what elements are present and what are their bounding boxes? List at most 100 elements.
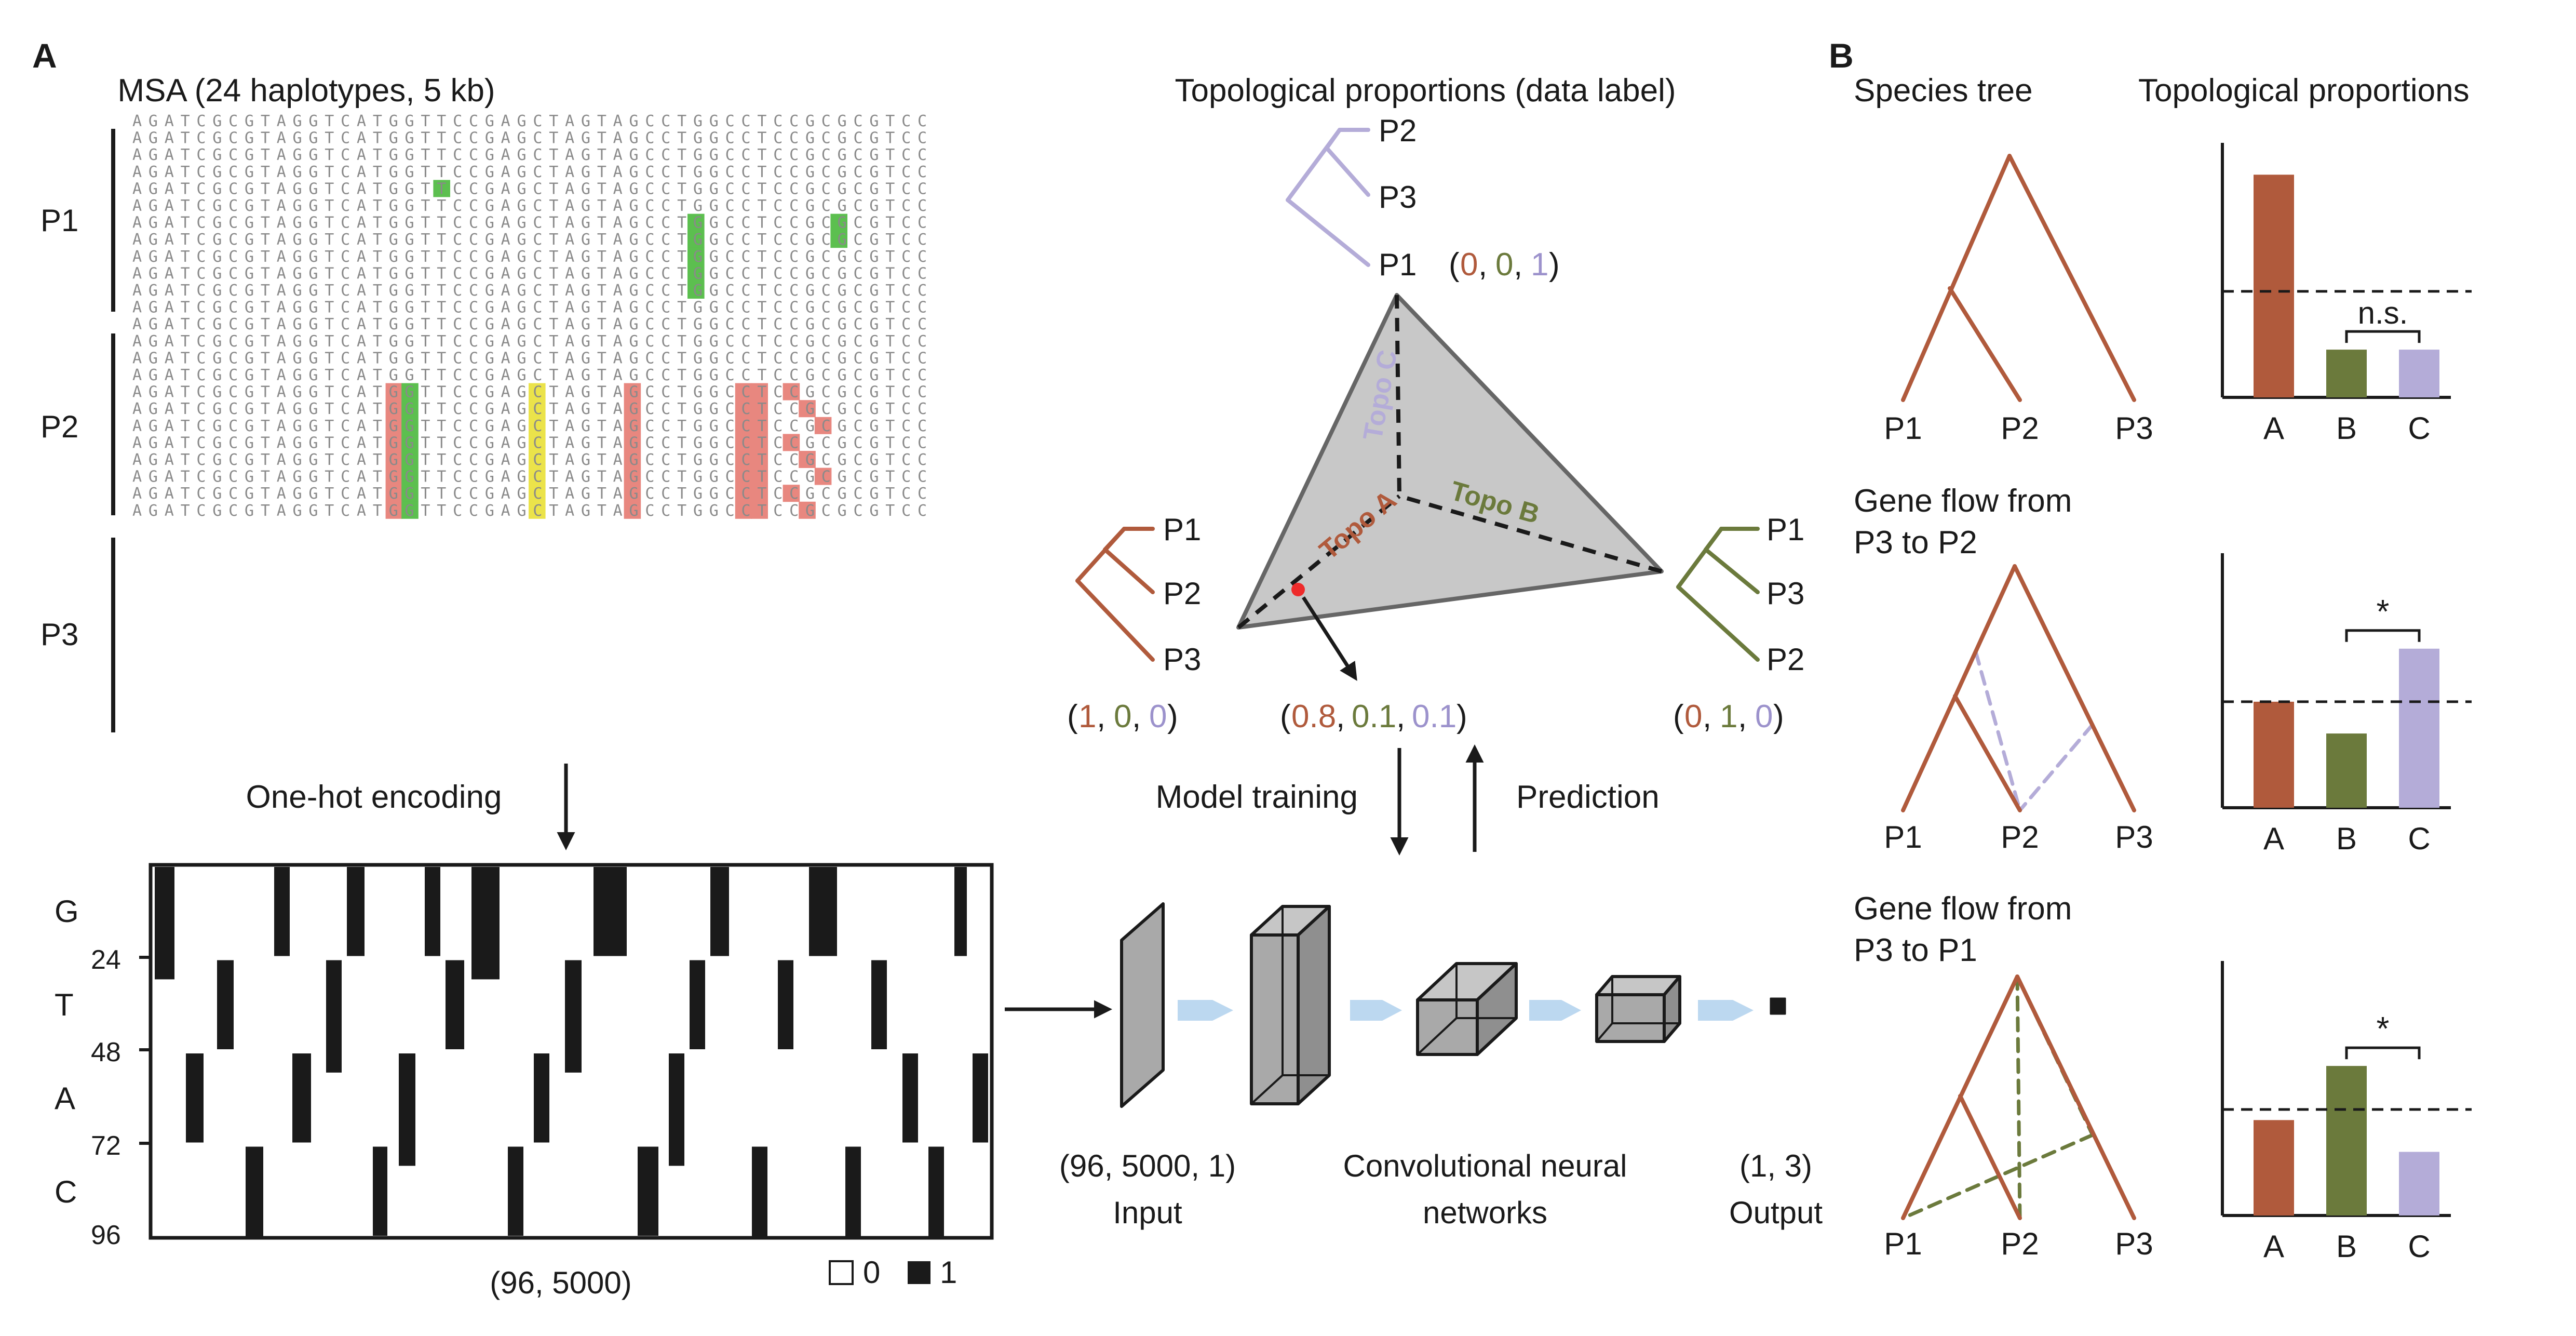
legend-one-label: 1 [940, 1255, 957, 1290]
msa-mutation-highlight [385, 400, 403, 418]
msa-mutation-highlight [687, 231, 705, 248]
bar-category-label: A [2263, 1229, 2284, 1264]
input-label: Input [1113, 1195, 1182, 1230]
matrix-caption: (96, 5000) [490, 1265, 632, 1300]
vec-right-open: ( [1673, 699, 1684, 734]
matrix-row-label-c: C [55, 1174, 77, 1209]
tree3-tip-p2: P2 [2001, 1226, 2039, 1261]
matrix-cell [508, 1146, 523, 1236]
msa-mutation-highlight [385, 451, 403, 468]
gene-flow-1-title-2: P3 to P2 [1854, 525, 1977, 560]
significance-bracket [2345, 1046, 2421, 1060]
matrix-row-label-g: G [55, 894, 79, 929]
matrix-cell [446, 960, 464, 1049]
vec-left-b: 0 [1114, 699, 1131, 734]
tree3-tip-p3: P3 [2115, 1226, 2153, 1261]
msa-mutation-highlight [624, 485, 641, 502]
msa-mutation-highlight [751, 467, 768, 485]
vec-mid: ( 0.8 , 0.1 , 0.1 ) [1280, 699, 1467, 734]
matrix-cell [471, 867, 500, 980]
matrix-cell [845, 1146, 861, 1238]
simplex [1236, 293, 1664, 681]
msa-mutation-highlight [624, 501, 641, 519]
matrix-tick-label-48: 48 [91, 1037, 121, 1067]
vec-top-close: ) [1549, 247, 1560, 283]
msa-mutation-highlight [529, 434, 546, 451]
cnn-label-line1: Convolutional neural [1343, 1148, 1627, 1183]
panel-b: B Species tree Topological proportions P… [1829, 36, 2472, 1264]
msa-title: MSA (24 haplotypes, 5 kb) [117, 73, 495, 109]
cnn-block-1 [1250, 905, 1331, 1105]
matrix-cell [246, 1146, 263, 1238]
panel-b-label: B [1829, 36, 1854, 75]
bar-category-label: B [2336, 821, 2357, 856]
prediction-label: Prediction [1516, 779, 1660, 815]
bar-category-label: A [2263, 821, 2284, 856]
tree-top [1286, 128, 1370, 267]
msa-mutation-highlight [735, 417, 752, 434]
input-shape: (96, 5000, 1) [1059, 1148, 1236, 1183]
msa-group-label-p3: P3 [41, 617, 78, 652]
vec-right-close: ) [1773, 699, 1784, 734]
tree-left-tip-1: P1 [1163, 512, 1201, 547]
cnn-block-2 [1416, 962, 1518, 1056]
matrix-cell [594, 867, 627, 956]
msa-mutation-highlight [735, 383, 752, 400]
one-hot-label: One-hot encoding [246, 779, 502, 815]
matrix-cell [954, 867, 967, 956]
vec-top-b: 0 [1495, 247, 1513, 283]
legend-zero-label: 0 [863, 1255, 880, 1290]
msa-mutation-highlight [385, 501, 403, 519]
matrix-row-label-t: T [55, 987, 74, 1022]
msa-row: AGATCGCGTAGGTCATGGTTCCGAGCTAGTAGCCTGGCCT… [132, 264, 927, 283]
topo-props-title: Topological proportions [2138, 73, 2470, 109]
simplex-edge-c [1395, 295, 1401, 497]
vec-mid-sep2: , [1396, 699, 1405, 734]
tree2-tip-p2: P2 [2001, 820, 2039, 854]
matrix-cell [347, 867, 365, 956]
matrix-cell [778, 960, 793, 1049]
bar-b [2326, 350, 2367, 397]
legend-one-swatch [908, 1261, 930, 1284]
msa-mutation-highlight [830, 213, 847, 231]
vec-top-sep2: , [1514, 247, 1522, 283]
msa-mutation-highlight [401, 434, 419, 451]
flow-arrow-1 [1178, 1000, 1233, 1021]
msa-mutation-highlight [751, 501, 768, 519]
msa-row: AGATCGCGTAGGTCATGGTTCCGAGCTAGTAGCCTGGCCT… [132, 197, 927, 215]
bar-category-label: B [2336, 411, 2357, 446]
tree-top-tip-2: P3 [1379, 180, 1417, 215]
matrix-cell [425, 867, 440, 956]
bar-a [2254, 701, 2294, 808]
msa-mutation-highlight [529, 501, 546, 519]
msa-mutation-highlight [624, 417, 641, 434]
matrix-cell [534, 1053, 549, 1143]
cnn-block-3 [1595, 975, 1681, 1043]
cnn-label-line2: networks [1423, 1195, 1547, 1230]
msa-row: AGATCGCGTAGGTCATGGTTCCGAGCTAGTAGCCTGGCCT… [132, 332, 927, 351]
msa-mutation-highlight [385, 485, 403, 502]
one-hot-matrix [139, 863, 994, 1240]
msa-row: AGATCGCGTAGGTCATGGTTCCGAGCTAGTAGCCTGGCCT… [132, 299, 927, 317]
vec-right-sep1: , [1703, 699, 1711, 734]
matrix-cell [399, 1053, 415, 1166]
msa-mutation-highlight [529, 417, 546, 434]
simplex-face [1236, 293, 1664, 630]
msa-mutation-highlight [783, 485, 800, 502]
cnn-diagram [1120, 902, 1786, 1108]
msa-mutation-highlight [385, 467, 403, 485]
matrix-cell [973, 1053, 988, 1143]
matrix-cell [928, 1146, 944, 1238]
bar-b [2326, 1066, 2367, 1215]
model-training-label: Model training [1156, 779, 1358, 815]
matrix-cell [292, 1053, 311, 1143]
msa-mutation-highlight [529, 485, 546, 502]
tree3-tip-p1: P1 [1884, 1226, 1922, 1261]
species-tree [1901, 154, 2136, 402]
msa-mutation-highlight [624, 451, 641, 468]
tree1-tip-p1: P1 [1884, 411, 1922, 446]
panel-a: A MSA (24 haplotypes, 5 kb) P1 P2 P3 AGA… [32, 36, 1823, 1300]
vec-top: ( 0 , 0 , 1 ) [1449, 247, 1560, 283]
msa-mutation-highlight [529, 451, 546, 468]
msa-mutation-highlight [751, 434, 768, 451]
